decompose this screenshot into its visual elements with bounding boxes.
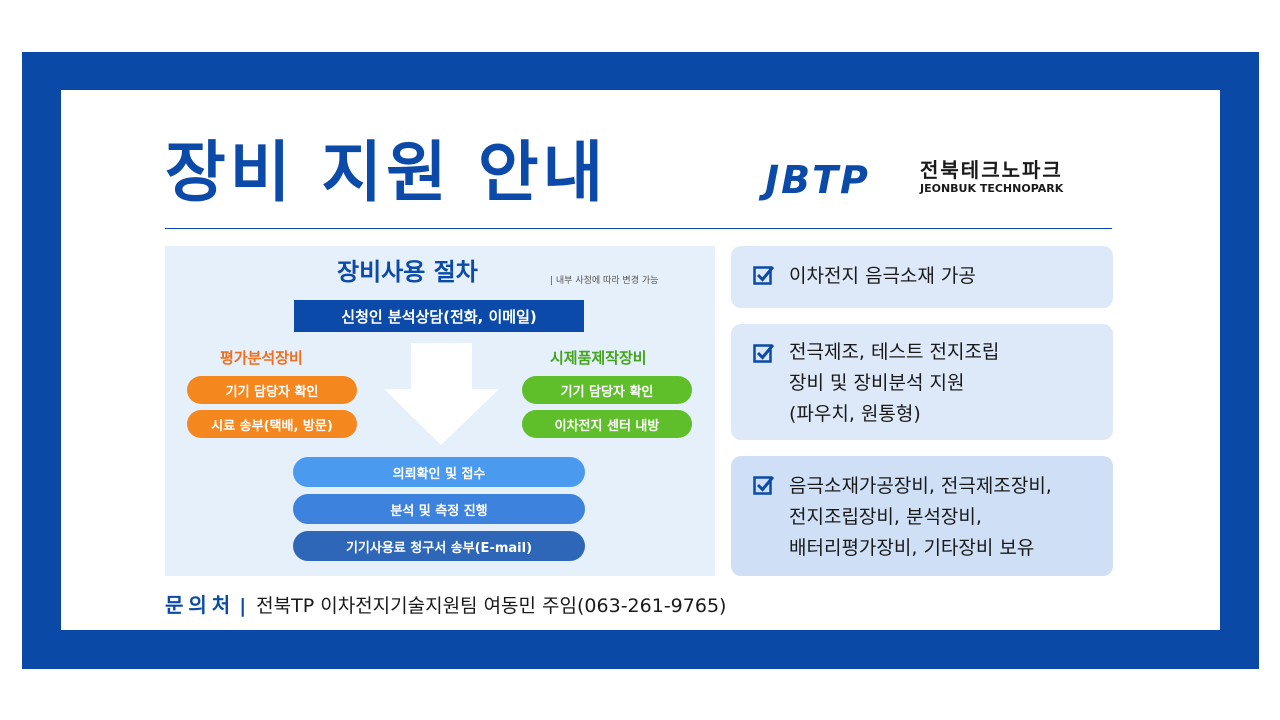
info-box-2: 전극제조, 테스트 전지조립 장비 및 장비분석 지원 (파우치, 원통형) [731, 324, 1113, 440]
checkbox-checked-icon [753, 344, 775, 363]
process-step-3: 기기사용료 청구서 송부(E-mail) [293, 531, 585, 561]
logo-english-name: JEONBUK TECHNOPARK [920, 182, 1064, 195]
info-line: 음극소재가공장비, 전극제조장비, [789, 475, 1052, 497]
procedure-panel: 장비사용 절차 | 내부 사정에 따라 변경 가능 신청인 분석상담(전화, 이… [165, 246, 715, 576]
process-step-2: 분석 및 측정 진행 [293, 494, 585, 524]
info-line: 전극제조, 테스트 전지조립 [789, 341, 1000, 363]
contact-separator: | [239, 595, 247, 617]
info-box-1: 이차전지 음극소재 가공 [731, 246, 1113, 308]
checkbox-checked-icon [753, 476, 775, 495]
banner-title: 장비 지원 안내 [165, 134, 608, 211]
right-column-title: 시제품제작장비 [550, 349, 647, 367]
contact-text: 전북TP 이차전지기술지원팀 여동민 주임(063-261-9765) [256, 595, 727, 617]
jbtp-logo: JBTP 전북테크노파크 JEONBUK TECHNOPARK [765, 158, 1110, 202]
down-arrow-icon [384, 343, 499, 445]
info-line: (파우치, 원통형) [789, 403, 921, 425]
procedure-title: 장비사용 절차 [337, 258, 478, 286]
info-line: 배터리평가장비, 기타장비 보유 [789, 537, 1035, 559]
checkbox-checked-icon [753, 266, 775, 285]
procedure-note: | 내부 사정에 따라 변경 가능 [550, 276, 659, 286]
info-line: 이차전지 음극소재 가공 [789, 265, 976, 287]
contact-label: 문의처 [165, 593, 236, 617]
process-step-1: 의뢰확인 및 접수 [293, 457, 585, 487]
logo-mark: JBTP [765, 158, 870, 202]
consult-banner: 신청인 분석상담(전화, 이메일) [294, 300, 584, 332]
left-step-1: 기기 담당자 확인 [187, 376, 357, 404]
title-divider [165, 228, 1112, 229]
left-column-title: 평가분석장비 [220, 349, 303, 367]
info-line: 장비 및 장비분석 지원 [789, 372, 965, 394]
right-step-2: 이차전지 센터 내방 [522, 410, 692, 438]
info-line: 전지조립장비, 분석장비, [789, 506, 982, 528]
logo-korean-name: 전북테크노파크 [920, 158, 1063, 182]
right-step-1: 기기 담당자 확인 [522, 376, 692, 404]
contact-line: 문의처| 전북TP 이차전지기술지원팀 여동민 주임(063-261-9765) [165, 590, 726, 621]
info-box-3: 음극소재가공장비, 전극제조장비, 전지조립장비, 분석장비, 배터리평가장비,… [731, 456, 1113, 576]
left-step-2: 시료 송부(택배, 방문) [187, 410, 357, 438]
